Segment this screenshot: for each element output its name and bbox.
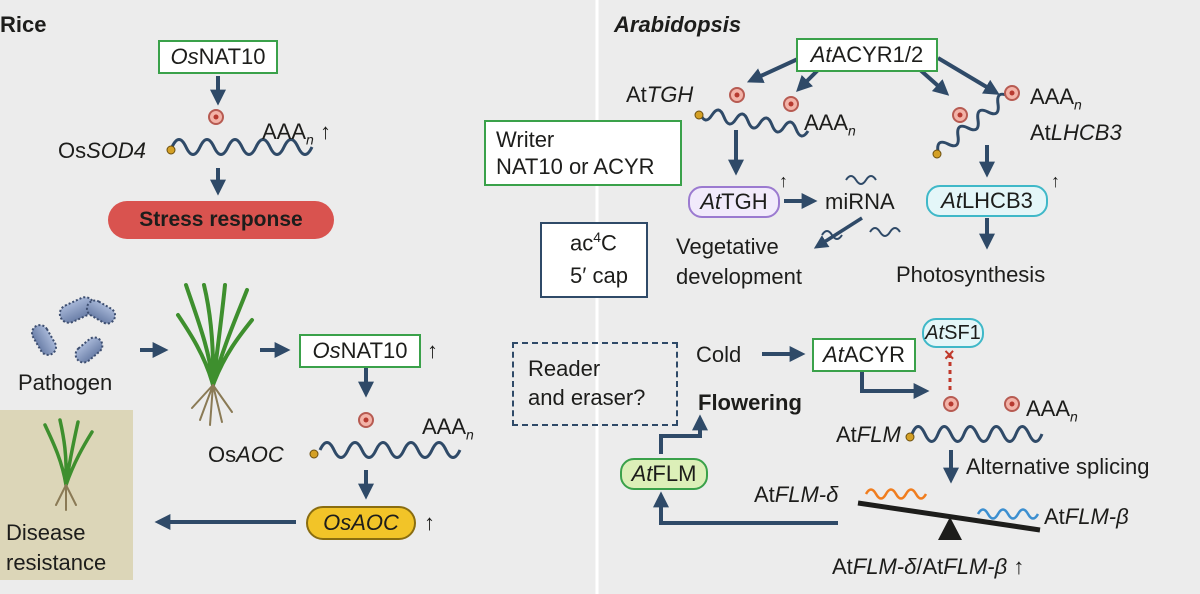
polya-tail: AAAn ↑ xyxy=(262,119,331,148)
attgh-up-arrow: ↑ xyxy=(779,171,788,191)
arrow-acyr-to-lhcb xyxy=(916,66,950,96)
writer-legend-box: Writer NAT10 or ACYR xyxy=(484,120,682,186)
polya-tail: AAAn xyxy=(804,110,856,139)
mirna-label: miRNA xyxy=(825,189,895,214)
cap-5prime xyxy=(166,145,176,155)
atflm-delta-label: AtFLM-δ xyxy=(754,482,839,507)
photosynthesis-label: Photosynthesis xyxy=(896,262,1046,287)
osaoc-transcript-label: OsAOC xyxy=(208,442,284,467)
mirna-wave xyxy=(869,227,901,237)
disease-resistance-line1: Disease xyxy=(6,520,86,545)
arrow-mirna-to-veg xyxy=(813,216,863,249)
rice-plant-icon xyxy=(176,283,254,426)
stress-response-pill: Stress response xyxy=(108,201,334,239)
arabidopsis-title: Arabidopsis xyxy=(614,12,742,37)
flm-ratio-label: AtFLM-δ/AtFLM-β ↑ xyxy=(832,554,1025,579)
pathogen-icon xyxy=(31,296,117,364)
atflm-beta-label: AtFLM-β xyxy=(1044,504,1129,529)
polya-tail: AAAn xyxy=(1030,84,1082,113)
cold-label: Cold xyxy=(696,342,742,367)
alternative-splicing-label: Alternative splicing xyxy=(966,454,1150,479)
mirna-wave xyxy=(845,175,877,185)
ossod4-label: OsSOD4 xyxy=(58,138,147,163)
osaoc-up-arrow: ↑ xyxy=(424,510,435,535)
cap-5prime xyxy=(309,449,319,459)
vegetative-line2: development xyxy=(676,264,802,289)
atlhcb3-label: AtLHCB3 xyxy=(1030,120,1122,145)
pathogen-label: Pathogen xyxy=(18,370,113,395)
arrow-acyr-to-tgh xyxy=(746,56,801,83)
disease-resistance-line2: resistance xyxy=(6,550,107,575)
cap-5prime xyxy=(694,110,704,120)
cap-5prime xyxy=(905,432,915,442)
mrna-atlhcb3 xyxy=(936,92,1009,153)
mrna-attgh xyxy=(698,108,810,138)
mrna-ossod4 xyxy=(170,138,314,156)
mirna-target-wave xyxy=(821,230,843,240)
attgh-label: AtTGH xyxy=(626,82,694,107)
flm-beta-wave xyxy=(976,508,1040,520)
polya-tail: AAAn xyxy=(422,414,474,443)
mrna-osaoc xyxy=(318,441,462,459)
arrow-atflm-to-flowering xyxy=(659,414,708,454)
arrow-to-atflm xyxy=(653,491,838,525)
rice-title: Rice xyxy=(0,12,47,37)
reader-eraser-box: Reader and eraser? xyxy=(512,342,678,426)
mrna-atflm xyxy=(910,425,1044,443)
ratio-seesaw xyxy=(857,500,1041,540)
flm-delta-wave xyxy=(864,488,928,500)
arrow-acyr-to-lhcb2 xyxy=(936,56,1000,95)
vegetative-line1: Vegetative xyxy=(676,234,779,259)
block-mark: × xyxy=(944,345,955,365)
atlhcb3-up-arrow: ↑ xyxy=(1051,171,1060,191)
osaoc-protein-pill: OsAOC xyxy=(306,506,416,540)
polya-tail: AAAn xyxy=(1026,396,1078,425)
cap-5prime xyxy=(932,149,942,159)
atflm-transcript-label: AtFLM xyxy=(836,422,901,447)
osnat10-up-arrow: ↑ xyxy=(427,338,438,363)
flowering-label: Flowering xyxy=(698,390,802,415)
healthy-rice-icon xyxy=(43,418,94,511)
legend-ac4c-label: ac4C xyxy=(570,229,617,256)
legend-cap-label: 5′ cap xyxy=(570,263,628,288)
arrow-acyr-to-flm xyxy=(860,370,930,399)
symbol-legend xyxy=(540,222,648,298)
